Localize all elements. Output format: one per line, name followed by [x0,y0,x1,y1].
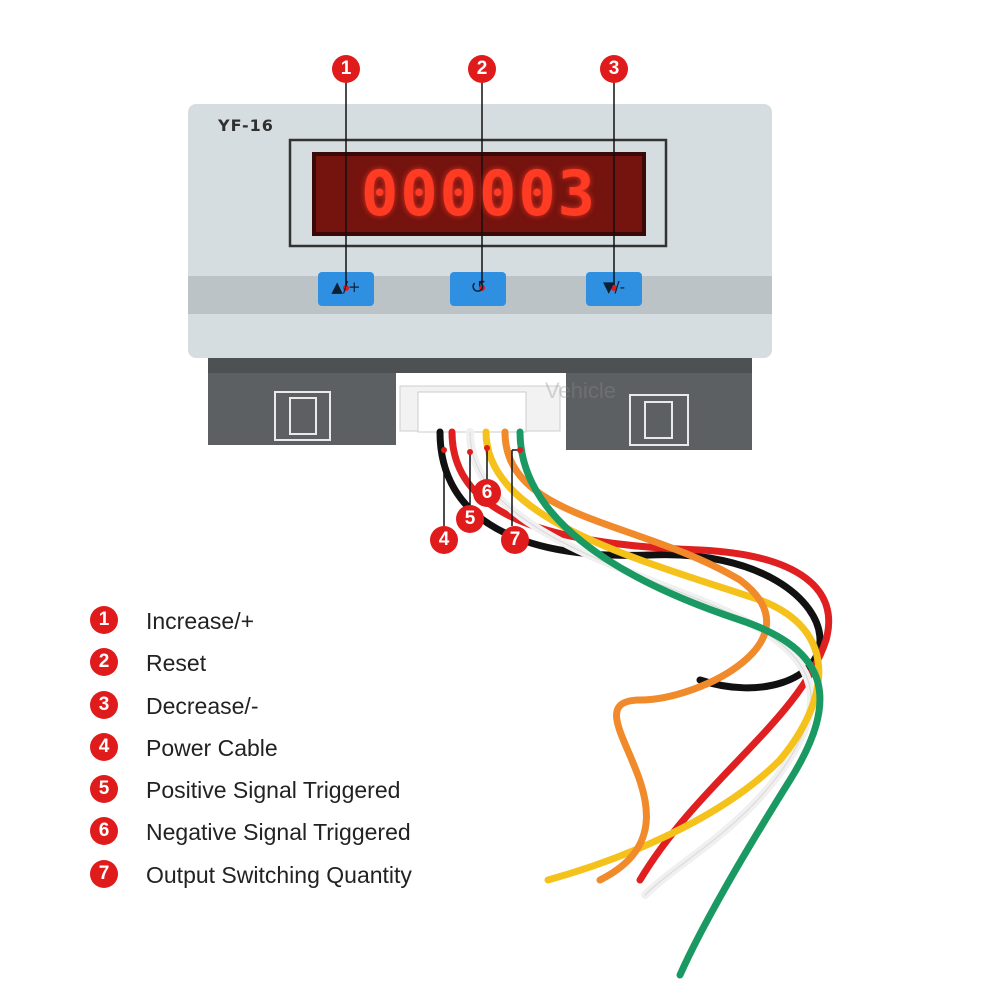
callout-badge-1: 1 [332,55,360,83]
legend-item: 2 Reset [90,646,510,688]
decrease-icon: ▼/- [602,278,625,296]
callout-dots [343,285,617,455]
legend-badge: 6 [90,817,118,846]
legend-list: 1 Increase/+ 2 Reset 3 Decrease/- 4 Powe… [90,604,510,900]
callout-badge-6: 6 [473,479,501,507]
legend-text: Output Switching Quantity [146,861,412,888]
callout-badge-5: 5 [456,505,484,533]
reset-button[interactable]: ↺ [450,272,506,306]
legend-item: 5 Positive Signal Triggered [90,773,510,815]
legend-item: 4 Power Cable [90,731,510,773]
increase-icon: ▲/+ [331,278,361,296]
legend-text: Reset [146,650,207,677]
wire-connector [399,385,561,433]
legend-text: Decrease/- [146,692,259,719]
device-housing [208,355,752,450]
callout-badge-3: 3 [600,55,628,83]
legend-badge: 3 [90,690,118,719]
legend-text: Increase/+ [146,608,255,634]
callout-badge-7: 7 [501,526,529,554]
legend-item: 1 Increase/+ [90,604,510,646]
reset-icon: ↺ [470,277,486,298]
counter-display: 000003 [361,157,597,230]
legend-item: 7 Output Switching Quantity [90,858,510,900]
front-panel [188,104,772,358]
legend-badge: 1 [90,606,118,634]
watermark-text: Vehicle [545,378,616,403]
legend-item: 3 Decrease/- [90,689,510,731]
callout-lines [345,82,615,526]
callout-badge-2: 2 [468,55,496,83]
callout-badge-4: 4 [430,526,458,554]
legend-text: Power Cable [146,734,278,761]
legend-badge: 7 [90,859,118,888]
legend-badge: 4 [90,732,118,761]
legend-text: Negative Signal Triggered [146,819,411,846]
legend-text: Positive Signal Triggered [146,777,401,804]
legend-item: 6 Negative Signal Triggered [90,815,510,857]
increase-button[interactable]: ▲/+ [318,272,374,306]
decrease-button[interactable]: ▼/- [586,272,642,306]
legend-badge: 2 [90,648,118,677]
legend-badge: 5 [90,775,118,804]
device-model-label: YF-16 [218,116,274,135]
